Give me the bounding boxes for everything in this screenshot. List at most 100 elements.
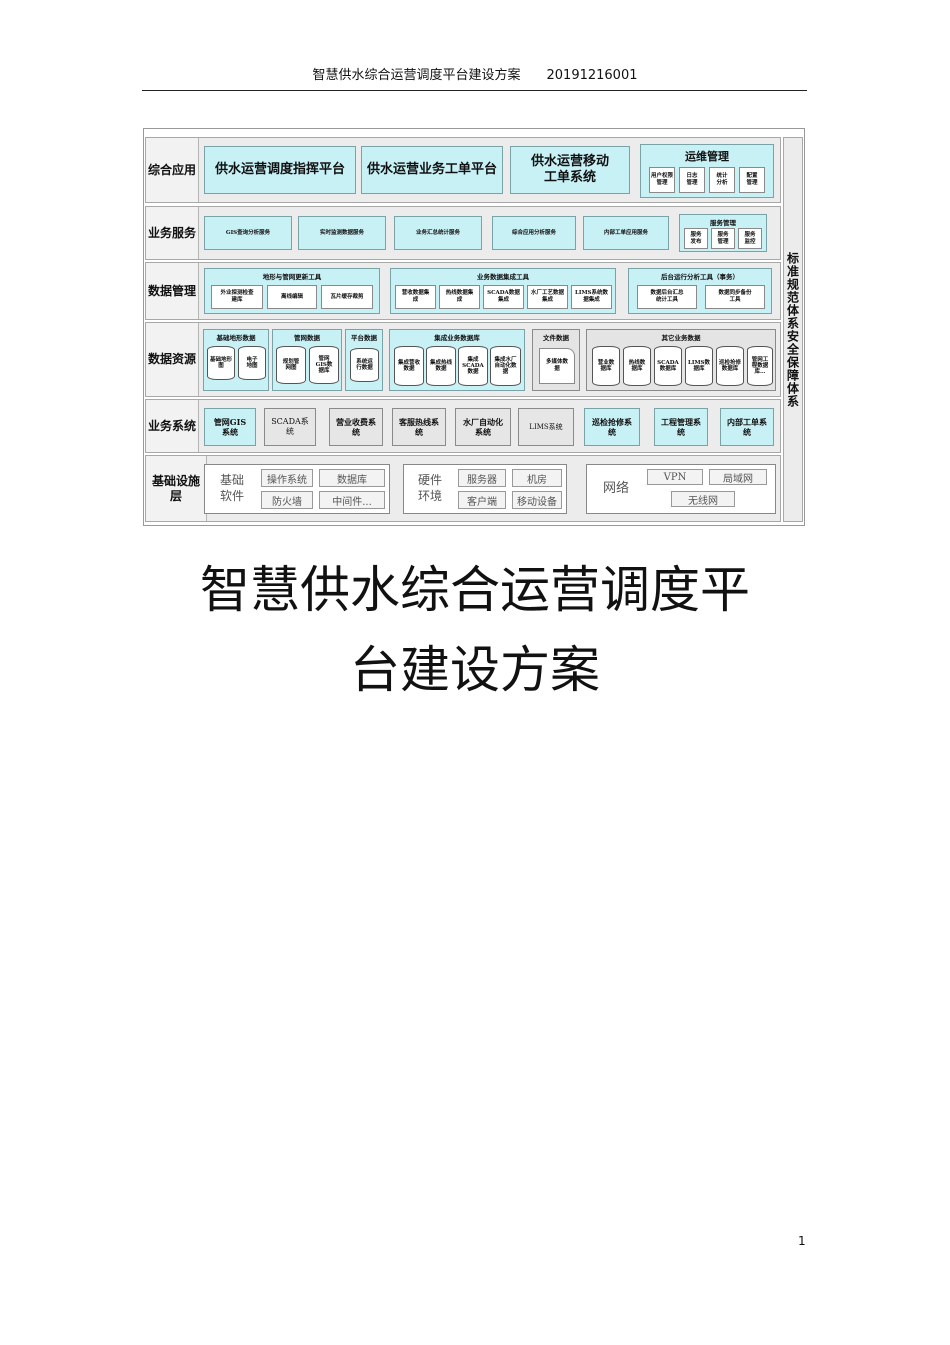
cyl-business-db: 营业数据库 — [592, 346, 620, 386]
row-services: 业务服务 GIS查询分析服务 实时监测数据服务 业务汇总统计服务 综合应用分析服… — [145, 206, 781, 260]
svc-summary-stats: 业务汇总统计服务 — [394, 216, 482, 250]
row-apps: 综合应用 供水运营调度指挥平台 供水运营业务工单平台 供水运营移动工单系统 运维… — [145, 137, 781, 203]
infra-machine-room: 机房 — [512, 469, 562, 487]
tool-data-sync: 数据同步备份工具 — [705, 285, 765, 309]
integ-hotline: 热线数据集成 — [439, 285, 480, 309]
base-topo-title: 基础地形数据 — [216, 334, 256, 342]
cyl-system-run: 系统运行数据 — [350, 348, 379, 382]
multimedia-file-icon: 多媒体数据 — [539, 348, 575, 384]
infra-lan: 局域网 — [709, 469, 767, 485]
platform-data-panel: 平台数据 系统运行数据 — [345, 329, 383, 391]
svc-publish: 服务发布 — [684, 228, 708, 249]
infra-hardware-group: 硬件环境 服务器 机房 客户端 移动设备 — [403, 464, 567, 514]
sys-hotline: 客服热线系统 — [392, 408, 446, 446]
infra-server: 服务器 — [458, 469, 506, 487]
svc-gis-query: GIS查询分析服务 — [204, 216, 292, 250]
cyl-hotline-db: 热线数据库 — [623, 346, 651, 386]
cyl-scada-db: SCADA数据库 — [654, 346, 682, 386]
row-label-resources: 数据资源 — [146, 323, 199, 396]
sys-internal-workorder: 内部工单系统 — [720, 408, 774, 446]
service-mgmt-title: 服务管理 — [710, 219, 736, 227]
file-data-title: 文件数据 — [543, 334, 569, 342]
running-header: 智慧供水综合运营调度平台建设方案 20191216001 — [0, 64, 950, 83]
integ-billing: 营收数据集成 — [395, 285, 436, 309]
row-label-apps: 综合应用 — [146, 138, 199, 202]
integ-plant: 水厂工艺数据集成 — [527, 285, 568, 309]
ops-management-panel: 运维管理 用户权限管理 日志管理 统计分析 配置管理 — [640, 144, 774, 198]
pipe-data-title: 管网数据 — [294, 334, 320, 342]
service-mgmt-panel: 服务管理 服务发布 服务管理 服务监控 — [679, 214, 767, 252]
cyl-base-topo-map: 基础地形图 — [207, 346, 235, 380]
infra-network-group: 网络 VPN 局域网 无线网 — [586, 464, 776, 514]
cyl-integ-scada: 集成SCADA数据 — [458, 346, 488, 386]
cyl-planned-pipe: 规划管网图 — [276, 346, 306, 384]
infra-mobile-device: 移动设备 — [512, 491, 562, 509]
infra-firewall: 防火墙 — [261, 491, 313, 509]
integration-tool-panel: 业务数据集成工具 营收数据集成 热线数据集成 SCADA数据集成 水厂工艺数据集… — [390, 268, 616, 314]
app-mobile-workorder: 供水运营移动工单系统 — [510, 146, 630, 194]
infra-client: 客户端 — [458, 491, 506, 509]
app-workorder-platform: 供水运营业务工单平台 — [361, 146, 503, 194]
row-infra: 基础设施层 基础软件 操作系统 数据库 防火墙 中间件... 硬件环境 服务器 … — [145, 455, 781, 522]
ops-management-title: 运维管理 — [685, 150, 729, 163]
integ-scada: SCADA数据集成 — [483, 285, 524, 309]
row-resources: 数据资源 基础地形数据 基础地形图 电子地图 管网数据 规划管网图 管网GIS数… — [145, 322, 781, 397]
cyl-patrol-db: 巡检抢修数据库 — [716, 346, 744, 386]
infra-vpn: VPN — [647, 469, 703, 485]
integ-db-title: 集成业务数据库 — [434, 334, 480, 342]
infra-software-group: 基础软件 操作系统 数据库 防火墙 中间件... — [204, 464, 390, 514]
svc-monitor: 服务监控 — [738, 228, 762, 249]
base-topo-panel: 基础地形数据 基础地形图 电子地图 — [203, 329, 269, 391]
page-number: 1 — [798, 1234, 806, 1248]
svc-internal-workorder: 内部工单应用服务 — [583, 216, 669, 250]
sys-project-mgmt: 工程管理系统 — [654, 408, 708, 446]
ops-statistics: 统计分析 — [709, 167, 735, 193]
main-title-line2: 台建设方案 — [350, 641, 600, 699]
cyl-pipe-gis-db: 管网GIS数据库 — [309, 346, 339, 384]
side-standards-security: 标准规范体系安全保障体系 — [783, 137, 803, 522]
topo-pipe-tool-panel: 地形与管网更新工具 外业探测检查建库 离线编辑 瓦片缓存裁剪 — [204, 268, 380, 314]
header-doc-title: 智慧供水综合运营调度平台建设方案 — [312, 68, 521, 83]
tool-backend-stats: 数据后台汇总统计工具 — [637, 285, 697, 309]
pipe-data-panel: 管网数据 规划管网图 管网GIS数据库 — [272, 329, 342, 391]
other-data-title: 其它业务数据 — [661, 334, 701, 342]
cyl-e-map: 电子地图 — [238, 346, 266, 380]
infra-middleware: 中间件... — [319, 491, 385, 509]
ops-log-mgmt: 日志管理 — [679, 167, 705, 193]
architecture-diagram: 综合应用 供水运营调度指挥平台 供水运营业务工单平台 供水运营移动工单系统 运维… — [143, 128, 805, 526]
file-data-panel: 文件数据 多媒体数据 — [532, 329, 580, 391]
sys-billing: 营业收费系统 — [329, 408, 383, 446]
row-label-infra: 基础设施层 — [146, 456, 207, 521]
cyl-integ-billing: 集成营收数据 — [394, 346, 424, 386]
cyl-integ-plant: 集成水厂自动化数据 — [490, 346, 521, 386]
row-label-systems: 业务系统 — [146, 400, 199, 452]
app-dispatch-platform: 供水运营调度指挥平台 — [204, 146, 356, 194]
topo-pipe-tool-title: 地形与管网更新工具 — [262, 273, 322, 281]
integration-tool-title: 业务数据集成工具 — [477, 273, 529, 281]
other-data-panel: 其它业务数据 营业数据库 热线数据库 SCADA数据库 LIMS数据库 巡检抢修… — [586, 329, 776, 391]
svc-manage: 服务管理 — [711, 228, 735, 249]
ops-config-mgmt: 配置管理 — [739, 167, 765, 193]
tool-offline-edit: 离线编辑 — [267, 285, 317, 309]
ops-user-permission: 用户权限管理 — [649, 167, 675, 193]
integ-db-panel: 集成业务数据库 集成营收数据 集成热线数据 集成SCADA数据 集成水厂自动化数… — [389, 329, 525, 391]
row-label-services: 业务服务 — [146, 207, 199, 259]
cyl-pipe-project-db: 管网工程数据库… — [747, 346, 773, 386]
integ-lims: LIMS系统数据集成 — [571, 285, 612, 309]
tool-field-survey: 外业探测检查建库 — [211, 285, 263, 309]
svc-app-analysis: 综合应用分析服务 — [492, 216, 576, 250]
infra-wireless: 无线网 — [671, 491, 735, 507]
sys-patrol: 巡检抢修系统 — [584, 408, 640, 446]
sys-scada: SCADA系统 — [264, 408, 316, 446]
tool-tile-cache: 瓦片缓存裁剪 — [321, 285, 373, 309]
infra-network-label: 网络 — [602, 480, 629, 496]
backend-tool-title: 后台运行分析工具（事务） — [661, 273, 739, 281]
main-title-line1: 智慧供水综合运营调度平 — [200, 561, 750, 619]
backend-tool-panel: 后台运行分析工具（事务） 数据后台汇总统计工具 数据同步备份工具 — [628, 268, 772, 314]
cyl-lims-db: LIMS数据库 — [685, 346, 713, 386]
infra-hardware-label: 硬件环境 — [417, 473, 442, 503]
cyl-integ-hotline: 集成热线数据 — [426, 346, 456, 386]
header-doc-code: 20191216001 — [546, 68, 638, 83]
infra-os: 操作系统 — [261, 469, 313, 487]
sys-pipe-gis: 管网GIS系统 — [204, 408, 256, 446]
